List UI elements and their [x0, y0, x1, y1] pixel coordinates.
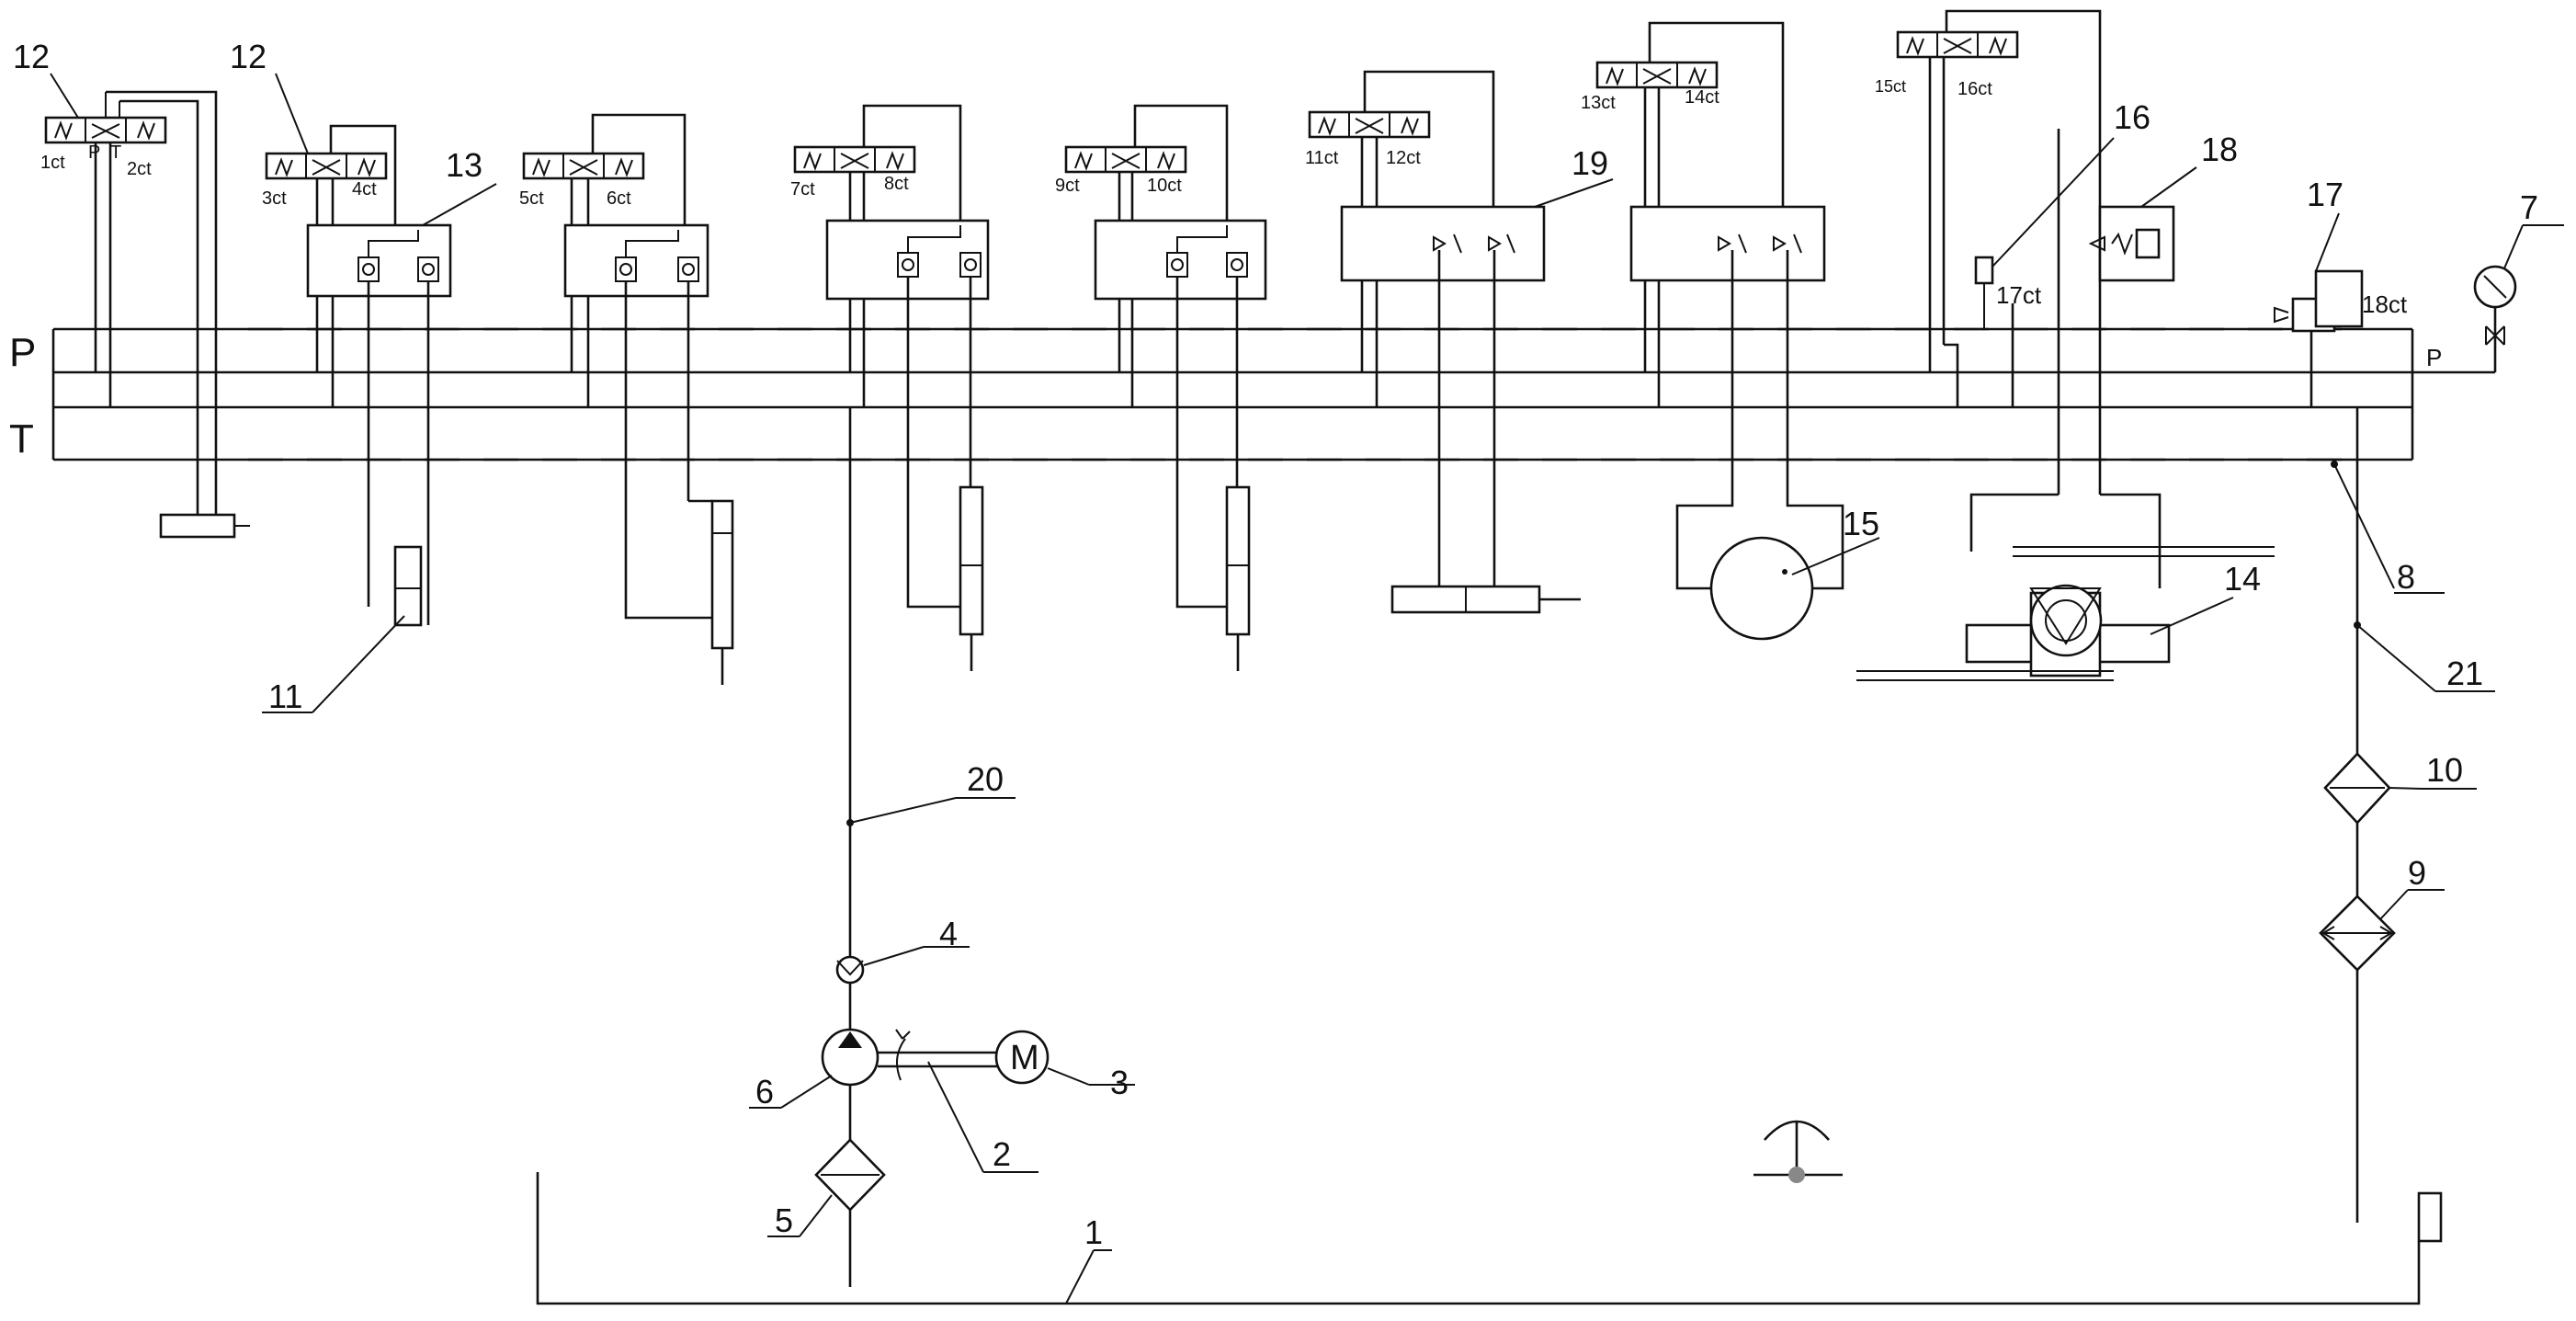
valve1-port-t: T: [110, 142, 121, 163]
callout-7: 7: [2520, 188, 2538, 226]
valve5-ct-right: 10ct: [1147, 176, 1182, 196]
callout-2: 2: [993, 1135, 1011, 1173]
motor-m-label: M: [1010, 1039, 1039, 1077]
manifold: [51, 327, 2495, 461]
callout-4: 4: [939, 915, 958, 952]
valve1-port-p: P: [88, 142, 100, 163]
valve6-ct-right: 12ct: [1386, 148, 1421, 168]
directional-valve-8: [1856, 9, 2275, 681]
callout-14: 14: [2224, 560, 2261, 598]
valve3-ct-right: 6ct: [607, 188, 631, 209]
valve8-ct-left: 15ct: [1875, 77, 1906, 96]
valve8-ct-right: 16ct: [1958, 79, 1992, 99]
p-outlet-label: P: [2426, 344, 2442, 371]
directional-valve-4: [793, 104, 990, 671]
directional-valve-5: [1064, 104, 1267, 671]
callout-8: 8: [2397, 558, 2415, 596]
valve3-ct-left: 5ct: [519, 188, 544, 209]
directional-valve-6: [1308, 70, 1581, 614]
callout-10: 10: [2426, 751, 2463, 789]
callout-18: 18: [2201, 131, 2238, 168]
valve7-ct-right: 14ct: [1685, 87, 1719, 108]
pressure-valve-17: [2274, 269, 2364, 407]
callout-3: 3: [1110, 1064, 1129, 1101]
valve1-ct-right: 2ct: [127, 159, 152, 179]
callout-21: 21: [2446, 655, 2483, 692]
directional-valve-7: [1595, 21, 1844, 641]
pressure-switch-16: [1974, 256, 2014, 407]
callout-9: 9: [2408, 854, 2426, 892]
pump-group: [814, 407, 1050, 1287]
valve7-ct-left: 13ct: [1581, 93, 1616, 113]
junction-dots: [846, 461, 2361, 826]
return-line: [2319, 407, 2396, 1223]
callout-12a: 12: [13, 38, 50, 75]
callout-6: 6: [755, 1073, 774, 1110]
callout-20: 20: [967, 760, 1004, 798]
relief-valve-18: [2088, 205, 2175, 282]
callout-13: 13: [446, 146, 482, 184]
directional-valve-2: [265, 124, 452, 627]
callout-12b: 12: [230, 38, 267, 75]
callout-5: 5: [775, 1201, 793, 1239]
valve2-ct-left: 3ct: [262, 188, 287, 209]
valve6-ct-left: 11ct: [1305, 148, 1339, 168]
p-line-label: P: [9, 330, 36, 375]
valve4-ct-right: 8ct: [884, 174, 909, 194]
oil-tank: [536, 1120, 2443, 1305]
ct18-label: 18ct: [2362, 290, 2408, 318]
callout-17: 17: [2307, 176, 2343, 213]
callout-15: 15: [1843, 505, 1879, 542]
callout-16: 16: [2114, 98, 2150, 136]
callout-11: 11: [268, 678, 302, 715]
valve2-ct-right: 4ct: [352, 179, 377, 199]
callout-19: 19: [1572, 144, 1608, 182]
directional-valve-3: [522, 113, 734, 685]
valve4-ct-left: 7ct: [790, 179, 815, 199]
callout-1: 1: [1084, 1213, 1103, 1251]
pressure-gauge-7: [2473, 265, 2517, 372]
valve5-ct-left: 9ct: [1055, 176, 1080, 196]
t-line-label: T: [9, 416, 34, 461]
ct17-label: 17ct: [1996, 281, 2042, 309]
directional-valve-1: [44, 90, 250, 539]
valve1-ct-left: 1ct: [40, 153, 65, 173]
